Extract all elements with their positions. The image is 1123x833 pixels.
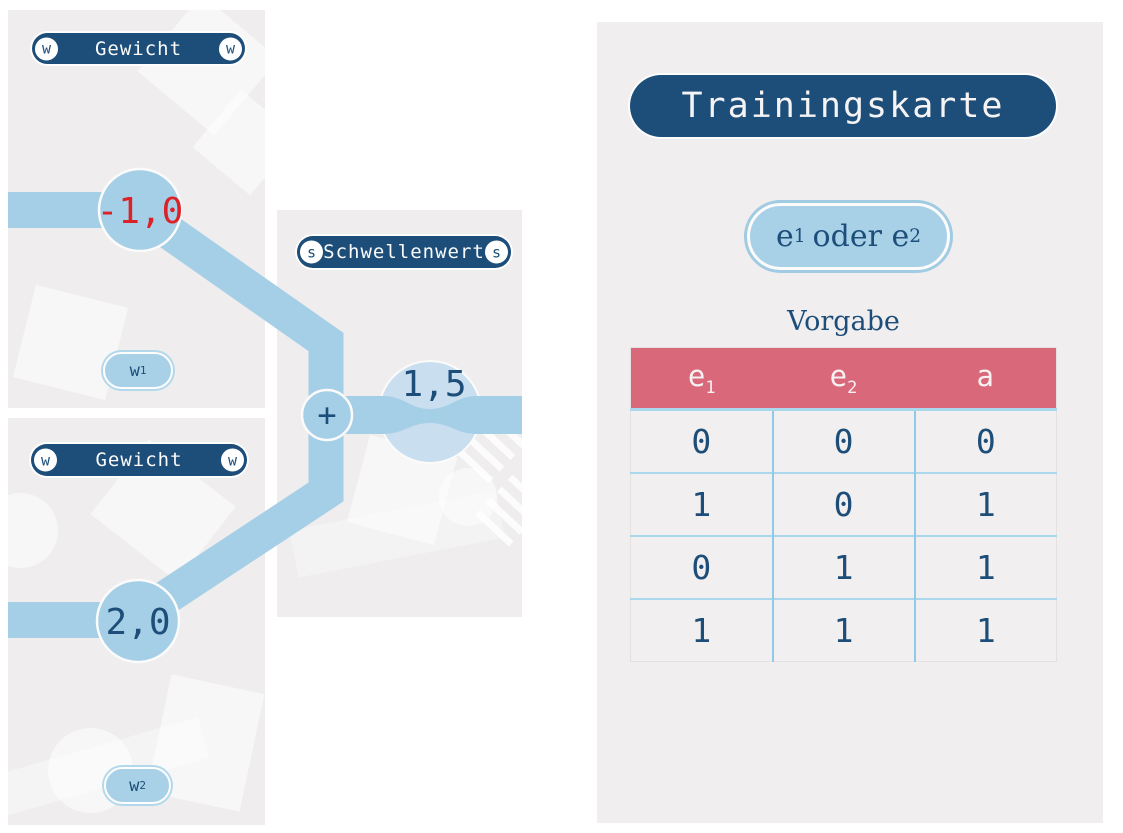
formula-e1-sub: 1: [793, 226, 806, 247]
weight2-panel: [8, 418, 265, 825]
table-row: 1 1 1: [630, 598, 1057, 662]
header-e2-base: e: [829, 358, 848, 393]
table-cell: 0: [913, 408, 1057, 473]
threshold-panel: [277, 210, 522, 617]
formula-operator: oder e: [812, 219, 910, 254]
threshold-header-label: Schwellenwert: [323, 241, 485, 263]
weight1-header-label: Gewicht: [94, 37, 183, 60]
weight-endcap-icon: w: [217, 35, 244, 62]
header-e2-sub: 2: [847, 377, 858, 398]
threshold-header-pill: s Schwellenwert s: [297, 236, 511, 268]
table-cell: 1: [771, 598, 915, 662]
header-e1-sub: 1: [705, 377, 716, 398]
weight-endcap-icon: w: [219, 446, 246, 474]
table-cell: 0: [630, 408, 773, 473]
weight2-badge-label: w: [129, 775, 140, 796]
header-a: a: [914, 347, 1057, 410]
header-e1-base: e: [687, 358, 706, 393]
weight1-badge-sub: 1: [139, 364, 147, 377]
table-cell: 1: [913, 472, 1057, 536]
table-cell: 1: [771, 535, 915, 599]
weight2-header-label: Gewicht: [95, 449, 183, 471]
weight2-header-pill: w Gewicht w: [31, 444, 247, 476]
header-a-base: a: [976, 358, 994, 393]
table-subtitle: Vorgabe: [787, 306, 900, 337]
formula-e2-sub: 2: [909, 226, 922, 247]
weight1-header-pill: w Gewicht w: [32, 33, 245, 64]
table-cell: 0: [771, 408, 915, 473]
table-cell: 1: [630, 598, 773, 662]
table-cell: 1: [913, 598, 1057, 662]
threshold-endcap-icon: s: [298, 238, 325, 266]
table-row: 1 0 1: [630, 472, 1057, 536]
weight1-badge-label: w: [129, 360, 140, 381]
weight-endcap-icon: w: [32, 446, 59, 474]
table-cell: 0: [630, 535, 773, 599]
table-cell: 1: [913, 535, 1057, 599]
training-card-title: Trainingskarte: [681, 86, 1005, 126]
weight-endcap-icon: w: [33, 35, 60, 62]
header-e2: e2: [772, 347, 915, 410]
training-card-title-pill: Trainingskarte: [630, 75, 1056, 137]
ghost-shape: [8, 493, 58, 568]
header-e1: e1: [630, 347, 773, 410]
truth-table: e1 e2 a 0 0 0 1 0 1 0 1: [630, 347, 1057, 662]
threshold-endcap-icon: s: [483, 238, 510, 266]
formula-e1: e: [775, 219, 794, 254]
table-cell: 1: [630, 472, 773, 536]
weight2-badge-sub: 2: [139, 779, 146, 792]
truth-table-header-row: e1 e2 a: [630, 347, 1057, 410]
table-cell: 0: [771, 472, 915, 536]
table-row: 0 0 0: [630, 408, 1057, 473]
table-row: 0 1 1: [630, 535, 1057, 599]
weight1-panel: [8, 10, 265, 408]
